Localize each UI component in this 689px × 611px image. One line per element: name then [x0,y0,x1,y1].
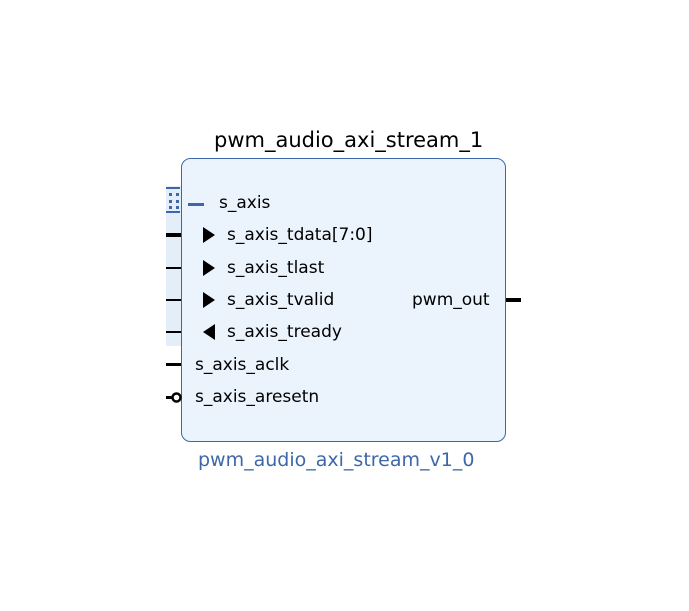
pin-s-axis-aresetn[interactable] [166,396,172,399]
pin-pwm-out[interactable] [506,298,521,302]
interface-group-band [166,186,181,346]
port-label-pwm-out: pwm_out [412,290,490,310]
input-arrow-icon [203,260,215,276]
collapse-minus-icon[interactable] [188,203,204,206]
signal-label-s-axis-tready: s_axis_tready [227,322,342,342]
interface-label-s-axis[interactable]: s_axis [219,193,271,213]
pin-s-axis-aclk[interactable] [166,363,181,366]
port-label-s-axis-aclk: s_axis_aclk [195,355,290,375]
port-label-s-axis-aresetn: s_axis_aresetn [195,387,320,407]
signal-label-s-axis-tdata: s_axis_tdata[7:0] [227,225,373,245]
pin-s-axis-tvalid[interactable] [166,299,181,301]
block-instance-name[interactable]: pwm_audio_axi_stream_1 [214,128,484,152]
active-low-bubble-icon[interactable] [171,392,182,403]
pin-s-axis-tdata[interactable] [166,233,181,237]
output-arrow-icon [203,324,215,340]
signal-label-s-axis-tvalid: s_axis_tvalid [227,290,335,310]
block-type-name: pwm_audio_axi_stream_v1_0 [198,449,475,471]
signal-label-s-axis-tlast: s_axis_tlast [227,258,325,278]
ip-block-body[interactable] [181,158,506,442]
bus-interface-icon[interactable] [166,187,180,213]
pin-s-axis-tready[interactable] [166,331,181,333]
input-arrow-icon [203,292,215,308]
pin-s-axis-tlast[interactable] [166,267,181,269]
input-arrow-icon [203,227,215,243]
